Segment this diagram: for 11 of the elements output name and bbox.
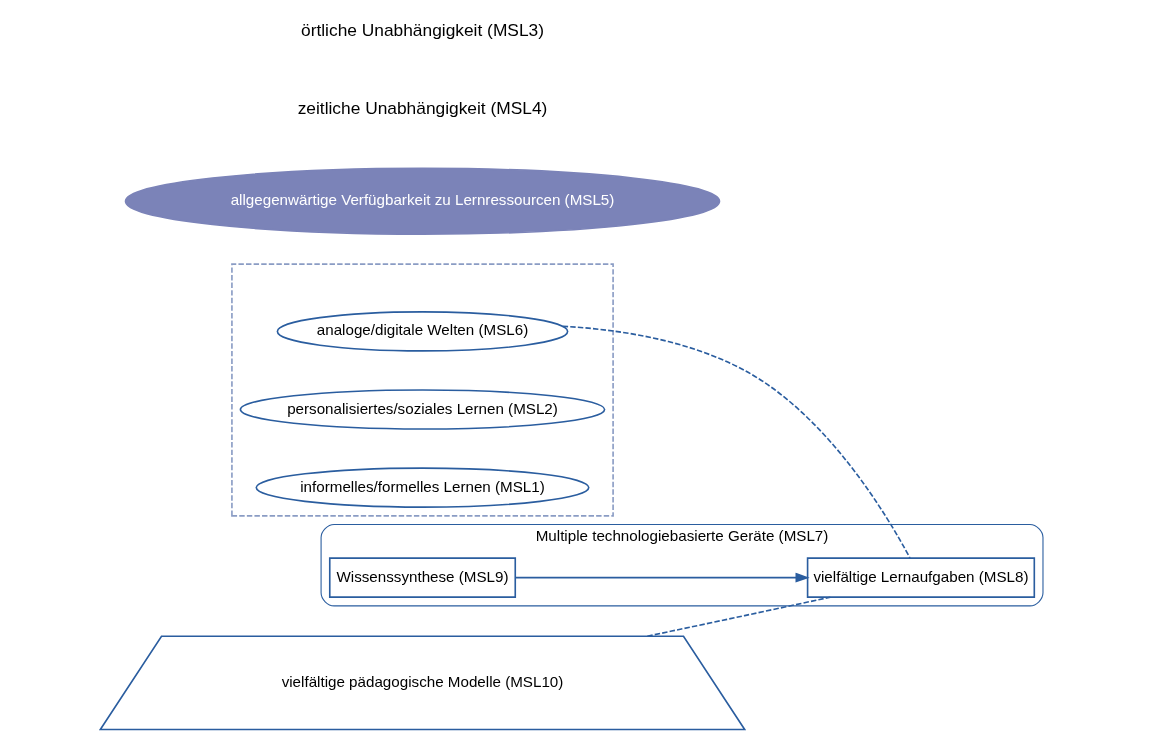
node-ellipse: personalisiertes/soziales Lernen (MSL2)	[239, 389, 606, 430]
label: örtliche Unabhängigkeit (MSL3)	[301, 20, 544, 41]
node-ellipse: informelles/formelles Lernen (MSL1)	[255, 467, 590, 508]
label: zeitliche Unabhängigkeit (MSL4)	[297, 98, 548, 119]
cluster	[231, 263, 614, 517]
connector	[561, 325, 911, 559]
arrow	[514, 572, 810, 583]
node-box: Wissenssynthese (MSL9)	[328, 557, 517, 598]
node-ellipse: analoge/digitale Welten (MSL6)	[276, 311, 569, 352]
node-ellipse: allgegenwärtige Verfügbarkeit zu Lernressourcen (MSL5)	[124, 167, 721, 235]
node-box: vielfältige Lernaufgaben (MSL8)	[806, 557, 1036, 598]
